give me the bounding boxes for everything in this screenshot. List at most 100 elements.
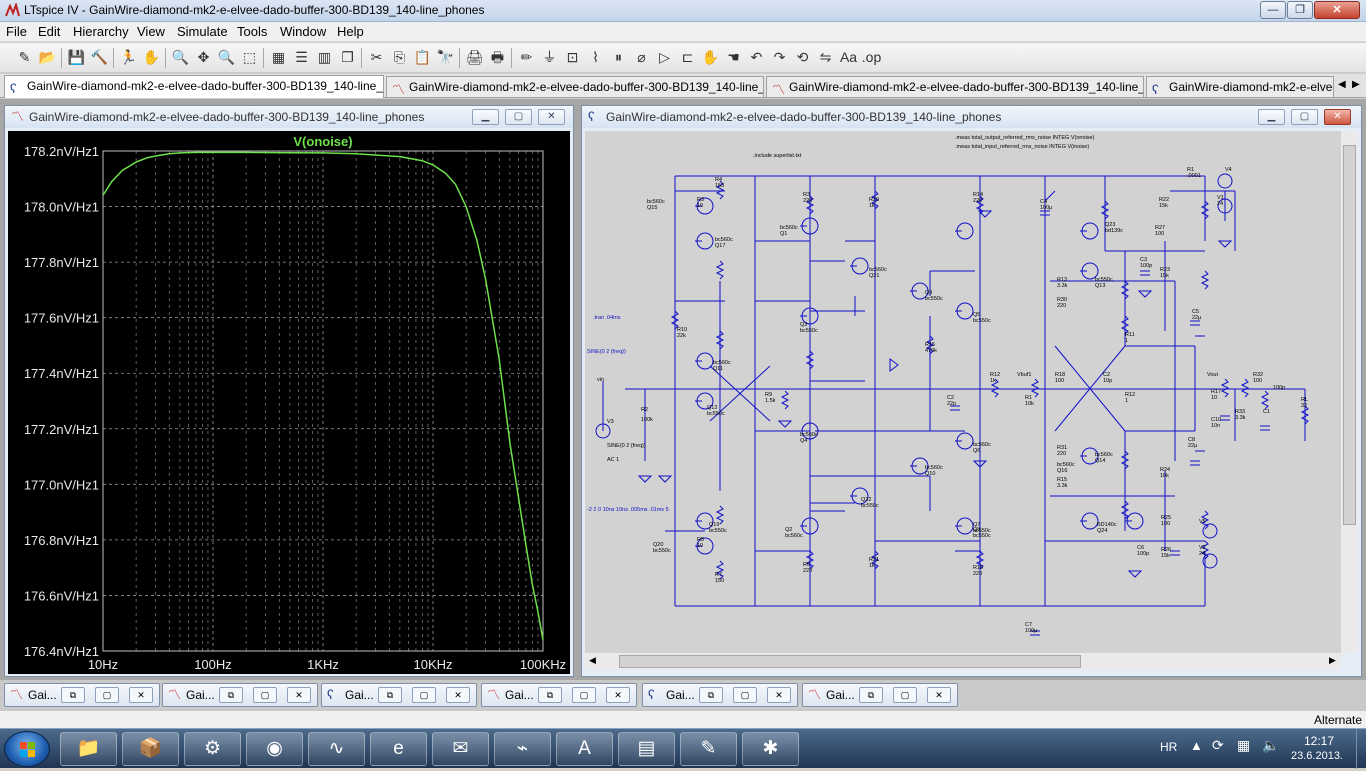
hscroll-thumb[interactable] bbox=[619, 655, 1081, 668]
explorer-taskbar-icon[interactable]: 📁 bbox=[60, 732, 117, 766]
trace-label[interactable]: V(onoise) bbox=[293, 134, 352, 149]
outlook-taskbar-icon[interactable]: ✉ bbox=[432, 732, 489, 766]
label-net-icon[interactable]: ⊡ bbox=[566, 49, 579, 65]
drag-icon[interactable]: ☚ bbox=[727, 49, 740, 65]
maximize-icon[interactable]: ▢ bbox=[572, 687, 596, 703]
close-icon[interactable]: ✕ bbox=[446, 687, 470, 703]
rotate-icon[interactable]: ⟲ bbox=[796, 49, 809, 65]
antivirus-taskbar-icon[interactable]: ◉ bbox=[246, 732, 303, 766]
clock-date[interactable]: 23.6.2013. bbox=[1291, 750, 1343, 762]
close-button[interactable]: ✕ bbox=[1314, 1, 1360, 19]
plot-close-button[interactable]: ✕ bbox=[538, 109, 565, 125]
menu-hierarchy[interactable]: Hierarchy bbox=[73, 24, 129, 39]
scroll-right-icon[interactable]: ▶ bbox=[1329, 655, 1336, 665]
diode-icon[interactable]: ▷ bbox=[659, 49, 670, 65]
tab-scroll-right-icon[interactable]: ▶ bbox=[1352, 79, 1360, 90]
minimized-window-1[interactable]: 〽Gai...⧉▢✕ bbox=[4, 683, 160, 707]
tab-scroll-left-icon[interactable]: ◀ bbox=[1338, 79, 1346, 90]
menu-help[interactable]: Help bbox=[337, 24, 364, 39]
close-icon[interactable]: ✕ bbox=[927, 687, 951, 703]
internet-explorer-taskbar-icon[interactable]: e bbox=[370, 732, 427, 766]
restore-icon[interactable]: ⧉ bbox=[61, 687, 85, 703]
cut-icon[interactable]: ✂ bbox=[370, 49, 383, 65]
acrobat-taskbar-icon[interactable]: A bbox=[556, 732, 613, 766]
doc-tab-2[interactable]: 〽 GainWire-diamond-mk2-e-elvee-dado-buff… bbox=[386, 76, 764, 97]
volume-icon[interactable]: 🔈 bbox=[1262, 737, 1280, 753]
component-icon[interactable]: ⊏ bbox=[681, 49, 694, 65]
maximize-icon[interactable]: ▢ bbox=[893, 687, 917, 703]
restore-icon[interactable]: ⧉ bbox=[699, 687, 723, 703]
maximize-icon[interactable]: ▢ bbox=[95, 687, 119, 703]
menu-view[interactable]: View bbox=[137, 24, 165, 39]
tile-horizontal-icon[interactable]: ☰ bbox=[295, 49, 308, 65]
menu-edit[interactable]: Edit bbox=[38, 24, 61, 39]
doc-tab-3[interactable]: 〽 GainWire-diamond-mk2-e-elvee-dado-buff… bbox=[766, 76, 1144, 97]
move-icon[interactable]: ✋ bbox=[701, 49, 720, 65]
menu-tools[interactable]: Tools bbox=[237, 24, 268, 39]
maximize-icon[interactable]: ▢ bbox=[412, 687, 436, 703]
schematic-canvas[interactable]: .meas total_output_referred_rms_noise IN… bbox=[585, 131, 1341, 653]
text-icon[interactable]: Aa bbox=[839, 49, 858, 65]
copy-icon[interactable]: ⎘ bbox=[393, 49, 406, 65]
cascade-icon[interactable]: ❐ bbox=[341, 49, 354, 65]
minimize-button[interactable]: — bbox=[1260, 1, 1286, 19]
restore-icon[interactable]: ⧉ bbox=[859, 687, 883, 703]
minimized-window-2[interactable]: 〽Gai...⧉▢✕ bbox=[162, 683, 318, 707]
zoom-in-icon[interactable]: 🔍 bbox=[171, 49, 190, 65]
start-button[interactable] bbox=[4, 731, 50, 767]
oscilloscope-taskbar-icon[interactable]: ∿ bbox=[308, 732, 365, 766]
run-icon[interactable]: 🏃 bbox=[119, 49, 138, 65]
control-panel-icon[interactable]: 🔨 bbox=[90, 49, 109, 65]
redo-icon[interactable]: ↷ bbox=[773, 49, 786, 65]
close-icon[interactable]: ✕ bbox=[129, 687, 153, 703]
zoom-out-icon[interactable]: 🔍 bbox=[217, 49, 236, 65]
print-icon[interactable]: 🖶 bbox=[490, 49, 505, 65]
new-schematic-icon[interactable]: ✎ bbox=[18, 49, 31, 65]
pan-icon[interactable]: ✥ bbox=[197, 49, 210, 65]
plot-minimize-button[interactable]: ▁ bbox=[472, 109, 499, 125]
unpacker-taskbar-icon[interactable]: 📦 bbox=[122, 732, 179, 766]
show-desktop-button[interactable] bbox=[1356, 729, 1366, 769]
doc-tab-1[interactable]: ʕ GainWire-diamond-mk2-e-elvee-dado-buff… bbox=[4, 75, 384, 98]
schematic-drawing[interactable]: .meas total_output_referred_rms_noise IN… bbox=[585, 131, 1341, 653]
autorange-icon[interactable]: ▦ bbox=[271, 49, 286, 65]
ground-icon[interactable]: ⏚ bbox=[542, 49, 557, 65]
save-icon[interactable]: 💾 bbox=[67, 49, 86, 65]
maximize-button[interactable]: ❐ bbox=[1287, 1, 1313, 19]
maximize-icon[interactable]: ▢ bbox=[733, 687, 757, 703]
show-hidden-icons-icon[interactable]: ▲ bbox=[1190, 738, 1203, 753]
open-icon[interactable]: 📂 bbox=[38, 49, 57, 65]
menu-file[interactable]: File bbox=[6, 24, 27, 39]
scroll-left-icon[interactable]: ◀ bbox=[589, 655, 596, 665]
series-line-v-onoise[interactable] bbox=[102, 151, 544, 641]
restore-icon[interactable]: ⧉ bbox=[219, 687, 243, 703]
tile-vertical-icon[interactable]: ▥ bbox=[317, 49, 332, 65]
inductor-icon[interactable]: ⌀ bbox=[637, 49, 646, 65]
plot-maximize-button[interactable]: ▢ bbox=[505, 109, 532, 125]
print-setup-icon[interactable]: 🖨 bbox=[465, 49, 484, 65]
spider-taskbar-icon[interactable]: ✱ bbox=[742, 732, 799, 766]
zoom-fit-icon[interactable]: ⬚ bbox=[242, 49, 257, 65]
sync-icon[interactable]: ⟳ bbox=[1212, 737, 1224, 753]
mirror-icon[interactable]: ⇋ bbox=[819, 49, 832, 65]
schematic-hscrollbar[interactable]: ◀ ▶ bbox=[585, 653, 1341, 670]
paste-icon[interactable]: 📋 bbox=[413, 49, 432, 65]
close-icon[interactable]: ✕ bbox=[606, 687, 630, 703]
close-icon[interactable]: ✕ bbox=[287, 687, 311, 703]
maximize-icon[interactable]: ▢ bbox=[253, 687, 277, 703]
halt-icon[interactable]: ✋ bbox=[142, 49, 161, 65]
minimized-window-6[interactable]: 〽Gai...⧉▢✕ bbox=[802, 683, 958, 707]
schematic-minimize-button[interactable]: ▁ bbox=[1258, 109, 1285, 125]
undo-icon[interactable]: ↶ bbox=[750, 49, 763, 65]
restore-icon[interactable]: ⧉ bbox=[378, 687, 402, 703]
tool-taskbar-icon[interactable]: ⚙ bbox=[184, 732, 241, 766]
find-icon[interactable]: 🔭 bbox=[436, 49, 455, 65]
menu-window[interactable]: Window bbox=[280, 24, 327, 39]
clock-time[interactable]: 12:17 bbox=[1304, 734, 1335, 748]
notes-taskbar-icon[interactable]: ✎ bbox=[680, 732, 737, 766]
menu-simulate[interactable]: Simulate bbox=[177, 24, 228, 39]
language-indicator[interactable]: HR bbox=[1160, 740, 1178, 754]
restore-icon[interactable]: ⧉ bbox=[538, 687, 562, 703]
close-icon[interactable]: ✕ bbox=[767, 687, 791, 703]
